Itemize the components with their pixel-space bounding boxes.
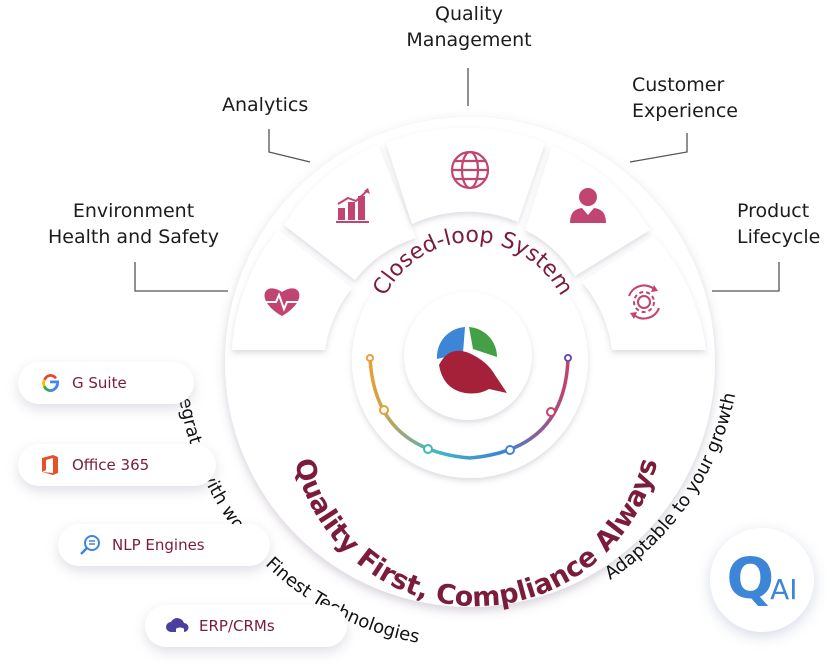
gear-cycle-icon bbox=[628, 284, 660, 320]
connector-lines bbox=[134, 68, 780, 292]
arc-dots bbox=[366, 354, 572, 455]
qai-badge: Q AI bbox=[710, 528, 814, 632]
arc-dot bbox=[546, 407, 556, 417]
connector-analytics bbox=[268, 129, 311, 163]
badge-q: Q bbox=[726, 547, 775, 612]
arc-dot bbox=[366, 354, 374, 362]
arc-dot bbox=[505, 445, 515, 455]
heartbeat-icon bbox=[264, 288, 300, 316]
label-quality-management: Quality Management bbox=[396, 1, 542, 53]
google-g-icon bbox=[42, 374, 59, 392]
bar-chart-icon bbox=[336, 188, 370, 223]
erp-label: ERP/CRMs bbox=[199, 617, 275, 635]
logo-icon bbox=[436, 327, 507, 394]
label-product-lifecycle: Product Lifecycle bbox=[737, 198, 820, 250]
pill-erp[interactable]: ERP/CRMs bbox=[145, 605, 347, 647]
connector-product bbox=[712, 262, 780, 292]
pill-office365[interactable]: Office 365 bbox=[18, 444, 216, 486]
nlp-label: NLP Engines bbox=[112, 536, 205, 554]
globe-icon bbox=[450, 150, 490, 190]
label-ehs-line1: Environment bbox=[72, 200, 195, 222]
user-icon bbox=[570, 188, 606, 223]
office-icon bbox=[42, 455, 58, 475]
arc-dot bbox=[564, 354, 572, 362]
label-analytics: Analytics bbox=[222, 94, 309, 116]
nlp-search-icon bbox=[80, 535, 100, 555]
connector-ehs bbox=[134, 262, 228, 292]
pill-nlp[interactable]: NLP Engines bbox=[58, 524, 270, 566]
badge-ai: AI bbox=[770, 572, 798, 606]
label-quality-management-line1: Quality bbox=[435, 3, 503, 25]
pill-gsuite[interactable]: G Suite bbox=[18, 362, 194, 404]
segment-quality[interactable] bbox=[386, 127, 545, 224]
label-ehs-line2: Health and Safety bbox=[48, 226, 219, 248]
gsuite-label: G Suite bbox=[72, 374, 127, 392]
label-product-line1: Product bbox=[737, 200, 810, 222]
office365-label: Office 365 bbox=[72, 456, 150, 474]
label-quality-management-line2: Management bbox=[406, 29, 532, 51]
label-product-line2: Lifecycle bbox=[737, 226, 821, 248]
segment-customer[interactable] bbox=[525, 146, 650, 276]
arc-dot bbox=[379, 405, 389, 415]
label-customer-experience: Customer Experience bbox=[632, 72, 738, 124]
cloud-database-icon bbox=[166, 618, 189, 636]
arc-dot bbox=[423, 444, 433, 454]
label-customer-line1: Customer bbox=[632, 74, 725, 96]
connector-customer bbox=[629, 133, 688, 163]
segment-product[interactable] bbox=[582, 236, 706, 350]
label-ehs: Environment Health and Safety bbox=[48, 198, 219, 250]
label-customer-line2: Experience bbox=[632, 100, 738, 122]
